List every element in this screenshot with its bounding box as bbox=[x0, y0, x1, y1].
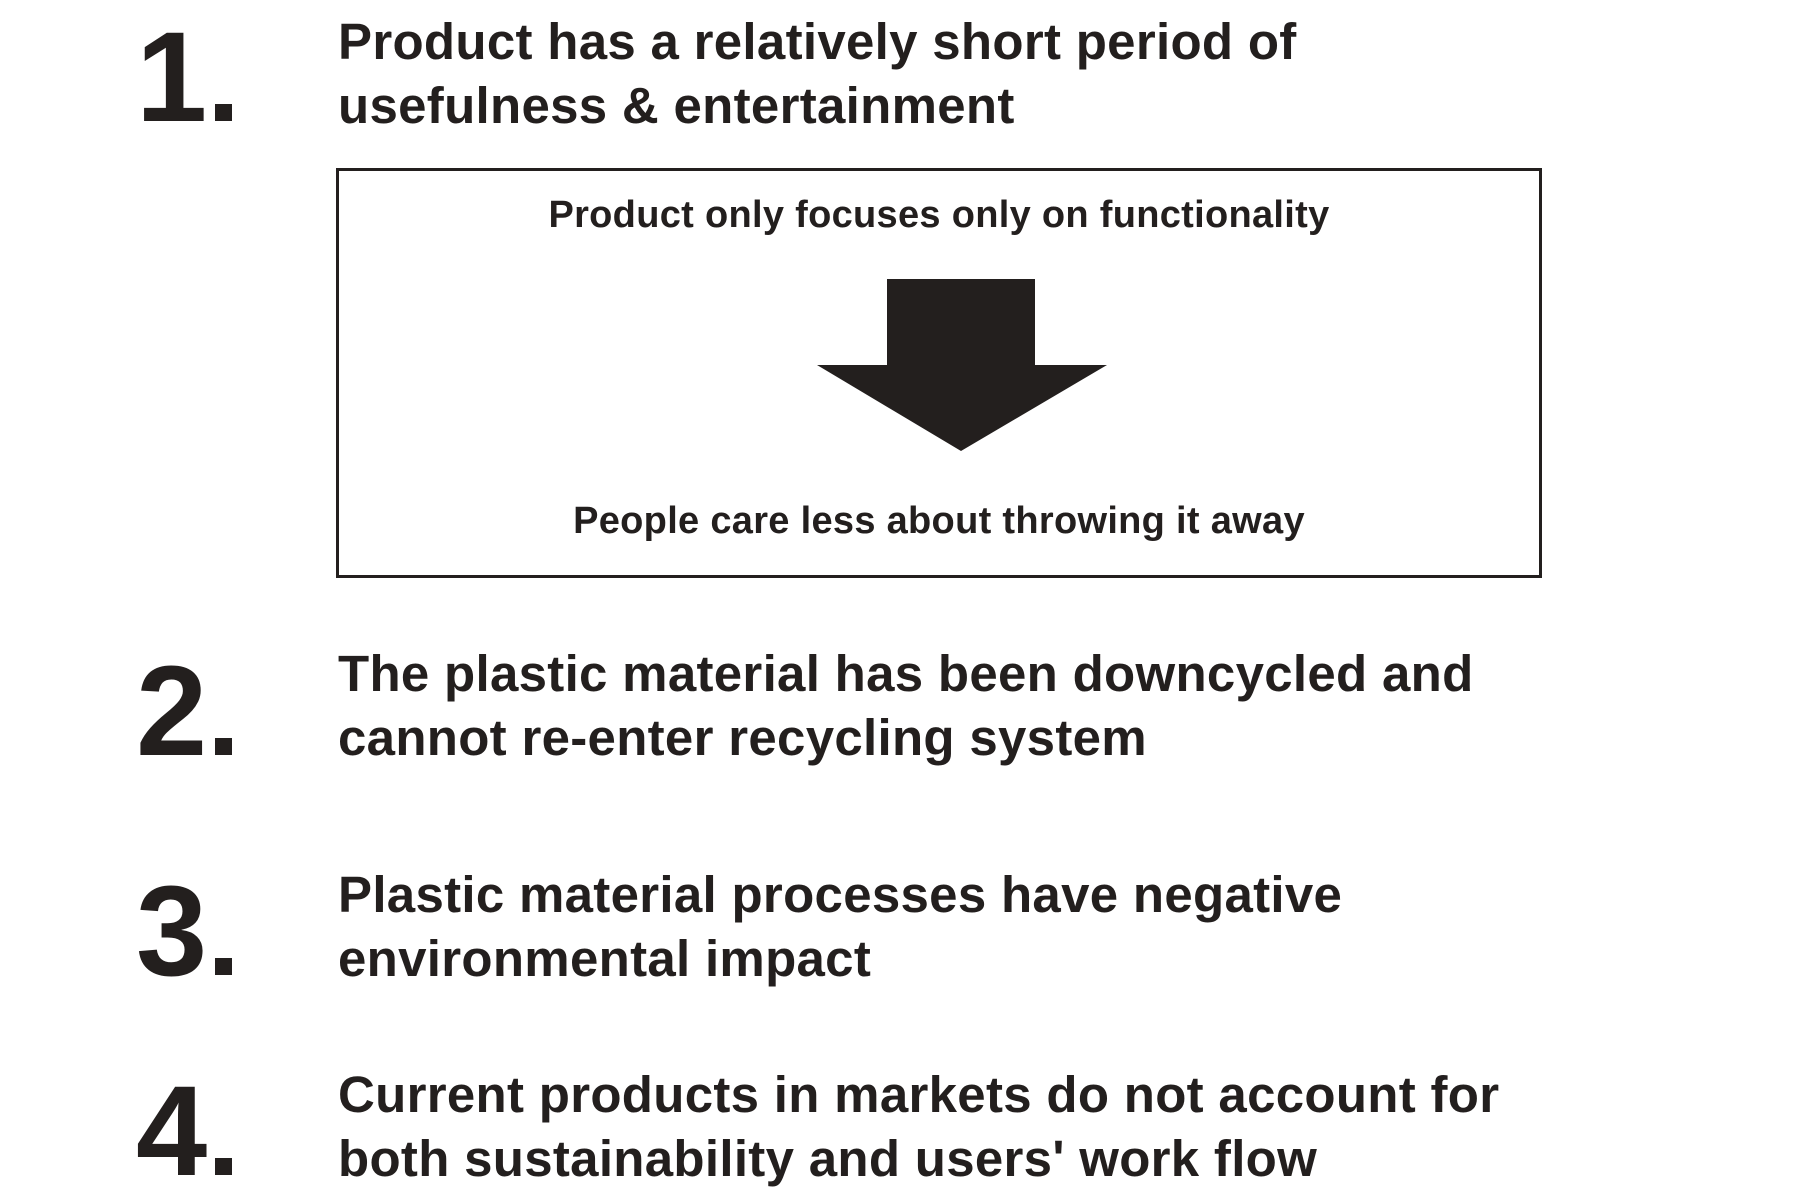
down-arrow-icon bbox=[817, 279, 1107, 451]
item-text-1: Product has a relatively short period of… bbox=[338, 10, 1618, 138]
item-text-2: The plastic material has been downcycled… bbox=[338, 642, 1618, 770]
item-text-3: Plastic material processes have negative… bbox=[338, 863, 1618, 991]
item-text-4: Current products in markets do not accou… bbox=[338, 1063, 1618, 1191]
item-text-line: both sustainability and users' work flow bbox=[338, 1130, 1318, 1187]
item-text-line: The plastic material has been downcycled… bbox=[338, 645, 1474, 702]
item-text-line: cannot re-enter recycling system bbox=[338, 709, 1147, 766]
number-dot bbox=[215, 958, 233, 975]
number-dot bbox=[215, 1158, 233, 1175]
item-text-line: Product has a relatively short period of bbox=[338, 13, 1297, 70]
item-number-digit: 3 bbox=[136, 860, 207, 1003]
flow-box-bottom-text: People care less about throwing it away bbox=[573, 500, 1305, 542]
flow-box: Product only focuses only on functionali… bbox=[336, 168, 1542, 578]
item-number-2: 2 bbox=[136, 640, 233, 783]
item-number-digit: 2 bbox=[136, 640, 207, 783]
number-dot bbox=[215, 738, 233, 755]
item-number-digit: 1 bbox=[136, 6, 207, 149]
item-number-digit: 4 bbox=[136, 1060, 207, 1203]
item-text-line: environmental impact bbox=[338, 930, 872, 987]
item-text-line: Current products in markets do not accou… bbox=[338, 1066, 1500, 1123]
number-dot bbox=[215, 104, 233, 121]
flow-box-top-text: Product only focuses only on functionali… bbox=[548, 194, 1330, 236]
item-number-4: 4 bbox=[136, 1060, 233, 1203]
item-text-line: Plastic material processes have negative bbox=[338, 866, 1343, 923]
down-arrow-shape bbox=[817, 279, 1107, 451]
item-number-1: 1 bbox=[136, 6, 233, 149]
item-text-line: usefulness & entertainment bbox=[338, 77, 1015, 134]
item-number-3: 3 bbox=[136, 860, 233, 1003]
